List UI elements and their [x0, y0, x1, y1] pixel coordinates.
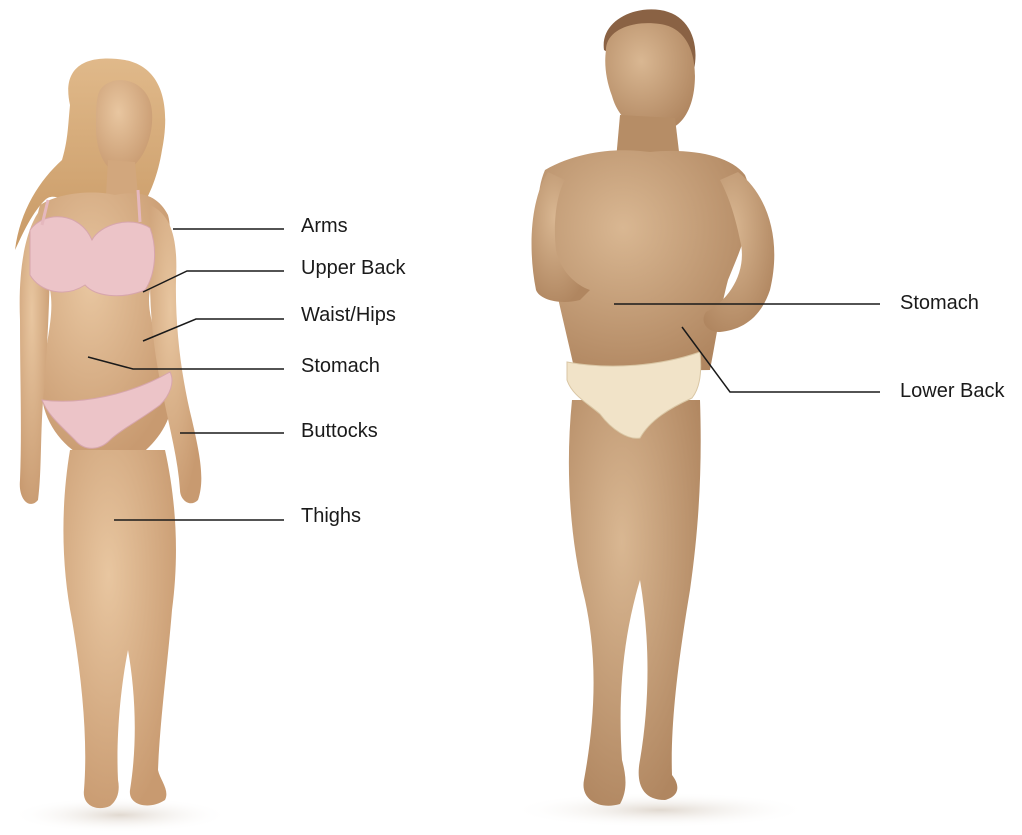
- label-stomach-male: Stomach: [900, 293, 979, 313]
- label-lower-back: Lower Back: [900, 381, 1005, 401]
- label-stomach-female: Stomach: [301, 356, 380, 376]
- label-buttocks: Buttocks: [301, 421, 378, 441]
- female-legs: [63, 450, 176, 808]
- male-figure: [510, 9, 810, 828]
- label-arms: Arms: [301, 216, 348, 236]
- female-bra-strap-right: [138, 190, 140, 222]
- label-upper-back: Upper Back: [301, 258, 406, 278]
- male-head: [605, 23, 695, 132]
- female-neck: [106, 160, 138, 195]
- female-floor-shadow: [10, 797, 230, 833]
- label-thighs: Thighs: [301, 506, 361, 526]
- male-legs: [569, 400, 701, 806]
- male-torso: [538, 150, 750, 372]
- female-figure: [10, 58, 230, 833]
- label-waist-hips: Waist/Hips: [301, 305, 396, 325]
